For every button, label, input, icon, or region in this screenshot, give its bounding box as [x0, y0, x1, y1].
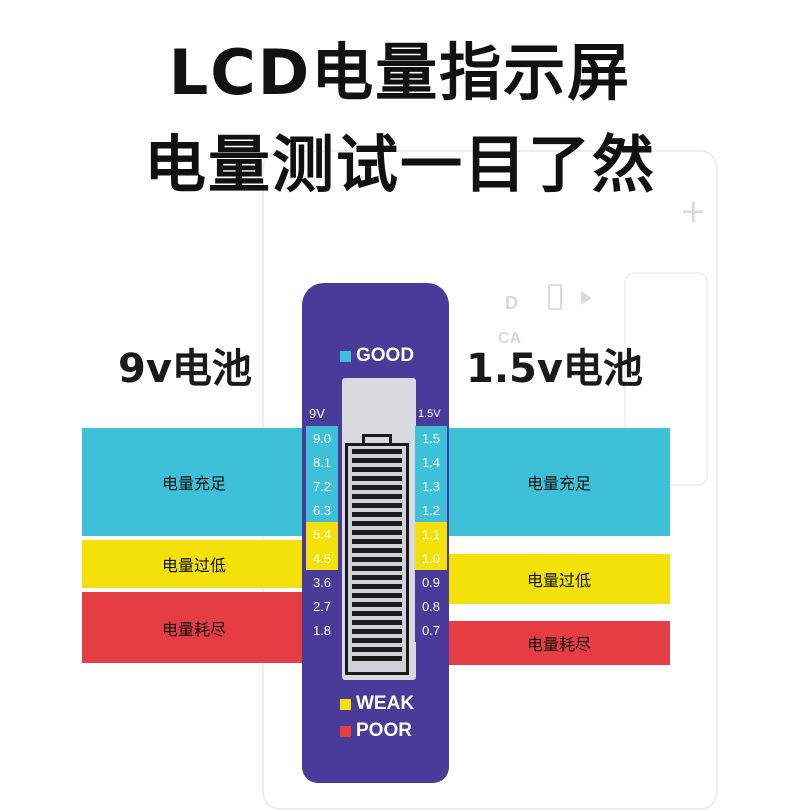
battery-segment — [352, 584, 402, 589]
scale-header-1-5v: 1.5V — [418, 408, 441, 420]
poor-indicator: POOR — [340, 720, 412, 742]
good-label: GOOD — [356, 345, 415, 366]
battery-segment — [352, 458, 402, 463]
scale-value: 0.7 — [415, 618, 447, 642]
scale-value: 5.4 — [306, 522, 338, 546]
scale-value: 0.8 — [415, 594, 447, 618]
battery-segment — [352, 593, 402, 598]
battery-segment — [352, 503, 402, 508]
right-band-low: 电量过低 — [448, 554, 670, 604]
scale-value: 0.9 — [415, 570, 447, 594]
scale-value: 1.2 — [415, 498, 447, 522]
device-ca-label: CA — [498, 330, 522, 347]
scale-value: 1.1 — [415, 522, 447, 546]
scale-value: 1.4 — [415, 450, 447, 474]
battery-segment — [352, 638, 402, 643]
battery-outline-icon — [548, 284, 562, 310]
scale-value: 1.8 — [306, 618, 338, 642]
scale-header-9v: 9V — [309, 406, 325, 421]
battery-segment — [352, 530, 402, 535]
label-1-5v-battery: 1.5v电池 — [466, 346, 643, 392]
battery-level-icon — [345, 443, 409, 675]
battery-segment — [352, 620, 402, 625]
weak-indicator: WEAK — [340, 693, 414, 715]
battery-segment — [352, 449, 402, 454]
left-band-empty: 电量耗尽 — [82, 592, 306, 663]
battery-segment — [352, 557, 402, 562]
battery-segment — [352, 485, 402, 490]
left-band-low: 电量过低 — [82, 540, 306, 588]
left-band-full: 电量充足 — [82, 428, 306, 536]
battery-segment — [352, 566, 402, 571]
battery-segment — [352, 512, 402, 517]
scale-value: 8.1 — [306, 450, 338, 474]
battery-segment — [352, 494, 402, 499]
battery-segment — [352, 575, 402, 580]
scale-value: 6.3 — [306, 498, 338, 522]
battery-segment — [352, 611, 402, 616]
right-band-full: 电量充足 — [448, 428, 670, 536]
scale-value: 7.2 — [306, 474, 338, 498]
scale-value: 1.5 — [415, 426, 447, 450]
battery-segment — [352, 539, 402, 544]
weak-label: WEAK — [356, 693, 415, 714]
label-9v-battery: 9v电池 — [118, 346, 252, 392]
scale-value: 4.5 — [306, 546, 338, 570]
battery-segment — [352, 602, 402, 607]
poor-color-swatch — [340, 725, 351, 737]
scale-value: 9.0 — [306, 426, 338, 450]
subheadline: 电量测试一目了然 — [143, 128, 656, 201]
scale-value: 2.7 — [306, 594, 338, 618]
good-indicator: GOOD — [340, 345, 414, 367]
scale-value: 1.0 — [415, 546, 447, 570]
poor-label: POOR — [356, 720, 412, 741]
plus-icon: + — [680, 192, 707, 230]
device-d-label: D — [505, 293, 518, 313]
headline: LCD电量指示屏 — [168, 36, 632, 109]
battery-segment — [352, 521, 402, 526]
battery-segment — [352, 629, 402, 634]
right-band-empty: 电量耗尽 — [448, 621, 670, 665]
battery-segment — [352, 548, 402, 553]
battery-segment — [352, 647, 402, 652]
arrow-right-icon — [581, 291, 592, 305]
battery-segment — [352, 656, 402, 661]
scale-value: 3.6 — [306, 570, 338, 594]
weak-color-swatch — [340, 698, 351, 710]
good-color-swatch — [340, 350, 351, 362]
battery-segment — [352, 467, 402, 472]
scale-value: 1.3 — [415, 474, 447, 498]
battery-segment — [352, 476, 402, 481]
